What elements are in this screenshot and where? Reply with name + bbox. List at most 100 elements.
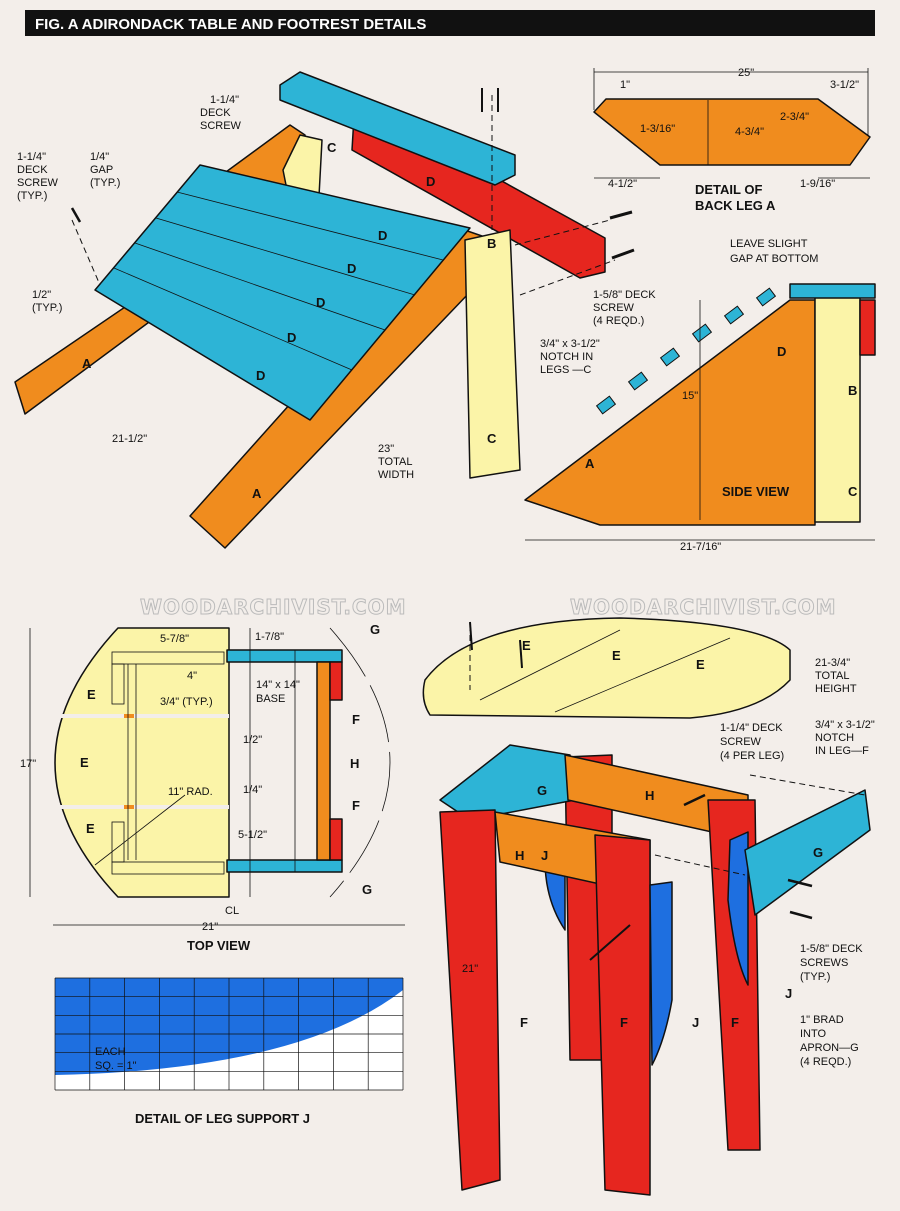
dimension: 1-3/16" — [640, 123, 675, 135]
part-label-a: A — [585, 456, 595, 471]
part-label-d: D — [287, 330, 296, 345]
label: 1-5/8" DECK — [800, 943, 863, 955]
part-label-d: D — [426, 174, 435, 189]
top-rail-d — [279, 71, 516, 186]
dimension: 4" — [187, 670, 197, 682]
label: HEIGHT — [815, 683, 857, 695]
scale-note: EACH — [95, 1046, 126, 1058]
title-bar — [25, 10, 875, 36]
dimension: 1/2" — [243, 734, 262, 746]
part-label-e: E — [87, 687, 96, 702]
side-slats — [595, 287, 777, 415]
label: APRON—G — [800, 1042, 859, 1054]
label: 3/4" x 3-1/2" — [815, 719, 875, 731]
dimension: 4-1/2" — [608, 178, 637, 190]
part-label-a: A — [252, 486, 262, 501]
side-view: LEAVE SLIGHT GAP AT BOTTOM 15" 21-7/16" … — [524, 238, 876, 553]
label: IN LEG—F — [815, 745, 869, 757]
part-label-d: D — [777, 344, 786, 359]
figure-title: FIG. A ADIRONDACK TABLE AND FOOTREST DET… — [35, 16, 426, 33]
part-label-b: B — [487, 236, 496, 251]
part-label-d: D — [378, 228, 387, 243]
label: (TYP.) — [17, 190, 47, 202]
dimension: 3/4" (TYP.) — [160, 696, 213, 708]
part-label-f: F — [520, 1015, 528, 1030]
part-label-c: C — [487, 431, 497, 446]
part-label-a: A — [82, 356, 92, 371]
part-label-f: F — [620, 1015, 628, 1030]
part-label-j: J — [541, 848, 548, 863]
footrest-exploded-view: 1-1/4" DECK SCREW 1-1/4" DECK SCREW (TYP… — [14, 71, 656, 549]
centerline-mark: CL — [225, 905, 239, 917]
part-label-j: J — [692, 1015, 699, 1030]
watermark: WOODARCHIVIST.COM — [570, 595, 837, 619]
part-label-e: E — [80, 755, 89, 770]
part-label-g: G — [370, 622, 380, 637]
slat-divisions — [113, 191, 444, 371]
part-label-b: B — [848, 383, 857, 398]
label: 1-1/4" — [17, 151, 46, 163]
part-label-h: H — [350, 756, 359, 771]
label: 1-1/4" DECK — [720, 722, 783, 734]
view-caption: TOP VIEW — [187, 938, 251, 953]
note: LEAVE SLIGHT — [730, 238, 808, 250]
detail-caption: DETAIL OF — [695, 182, 762, 197]
label: 1/2" — [32, 289, 51, 301]
screw-path — [71, 219, 101, 286]
label: TOTAL — [378, 456, 412, 468]
part-label-g: G — [362, 882, 372, 897]
dimension: 1-9/16" — [800, 178, 835, 190]
label: 1-1/4" — [210, 94, 239, 106]
dimension: 17" — [20, 758, 36, 770]
label: GAP — [90, 164, 113, 176]
label: NOTCH — [815, 732, 854, 744]
part-label-d: D — [347, 261, 356, 276]
part-label-f: F — [731, 1015, 739, 1030]
table-exploded-view: 21-3/4" TOTAL HEIGHT 1-1/4" DECK SCREW (… — [422, 617, 875, 1196]
label: SCREW — [17, 177, 59, 189]
detail-caption: BACK LEG A — [695, 198, 776, 213]
label: 1/4" — [90, 151, 109, 163]
watermark: WOODARCHIVIST.COM — [140, 595, 407, 619]
tabletop-e — [422, 617, 791, 719]
label: (TYP.) — [800, 971, 830, 983]
scale-note: SQ. = 1" — [95, 1060, 137, 1072]
label: 1-5/8" DECK — [593, 289, 656, 301]
dimension: 5-7/8" — [160, 633, 189, 645]
label: DECK — [17, 164, 48, 176]
dimension: 3-1/2" — [830, 79, 859, 91]
label: WIDTH — [378, 469, 414, 481]
label: SCREW — [200, 120, 242, 132]
label: (4 PER LEG) — [720, 750, 784, 762]
screw-path — [519, 259, 616, 296]
leg-c-front — [464, 229, 521, 479]
label: 21-3/4" — [815, 657, 850, 669]
label: (TYP.) — [32, 302, 62, 314]
part-label-f: F — [352, 798, 360, 813]
label: (4 REQD.) — [800, 1056, 851, 1068]
part-label-g: G — [537, 783, 547, 798]
part-label-e: E — [696, 657, 705, 672]
part-label-e: E — [522, 638, 531, 653]
part-label-h: H — [515, 848, 524, 863]
dimension: 1-7/8" — [255, 631, 284, 643]
part-label-g: G — [813, 845, 823, 860]
dimension: 2-3/4" — [780, 111, 809, 123]
label: TOTAL — [815, 670, 849, 682]
part-label-c: C — [848, 484, 858, 499]
dimension: 11" RAD. — [168, 786, 213, 798]
dimension: 21-7/16" — [680, 541, 721, 553]
screw-path — [514, 219, 611, 246]
dimension: 15" — [682, 390, 698, 402]
dimension: 21" — [462, 963, 478, 975]
note: GAP AT BOTTOM — [730, 253, 818, 265]
label: 1" BRAD — [800, 1014, 844, 1026]
detail-caption: DETAIL OF LEG SUPPORT J — [135, 1111, 310, 1126]
dimension: 4-3/4" — [735, 126, 764, 138]
dimension: 14" x 14" — [256, 679, 300, 691]
dimension: 21" — [202, 921, 218, 933]
dimension: 25" — [738, 67, 754, 79]
back-leg-detail: 25" 1" 3-1/2" 1-3/16" 4-3/4" 2-3/4" 4-1/… — [593, 67, 871, 213]
